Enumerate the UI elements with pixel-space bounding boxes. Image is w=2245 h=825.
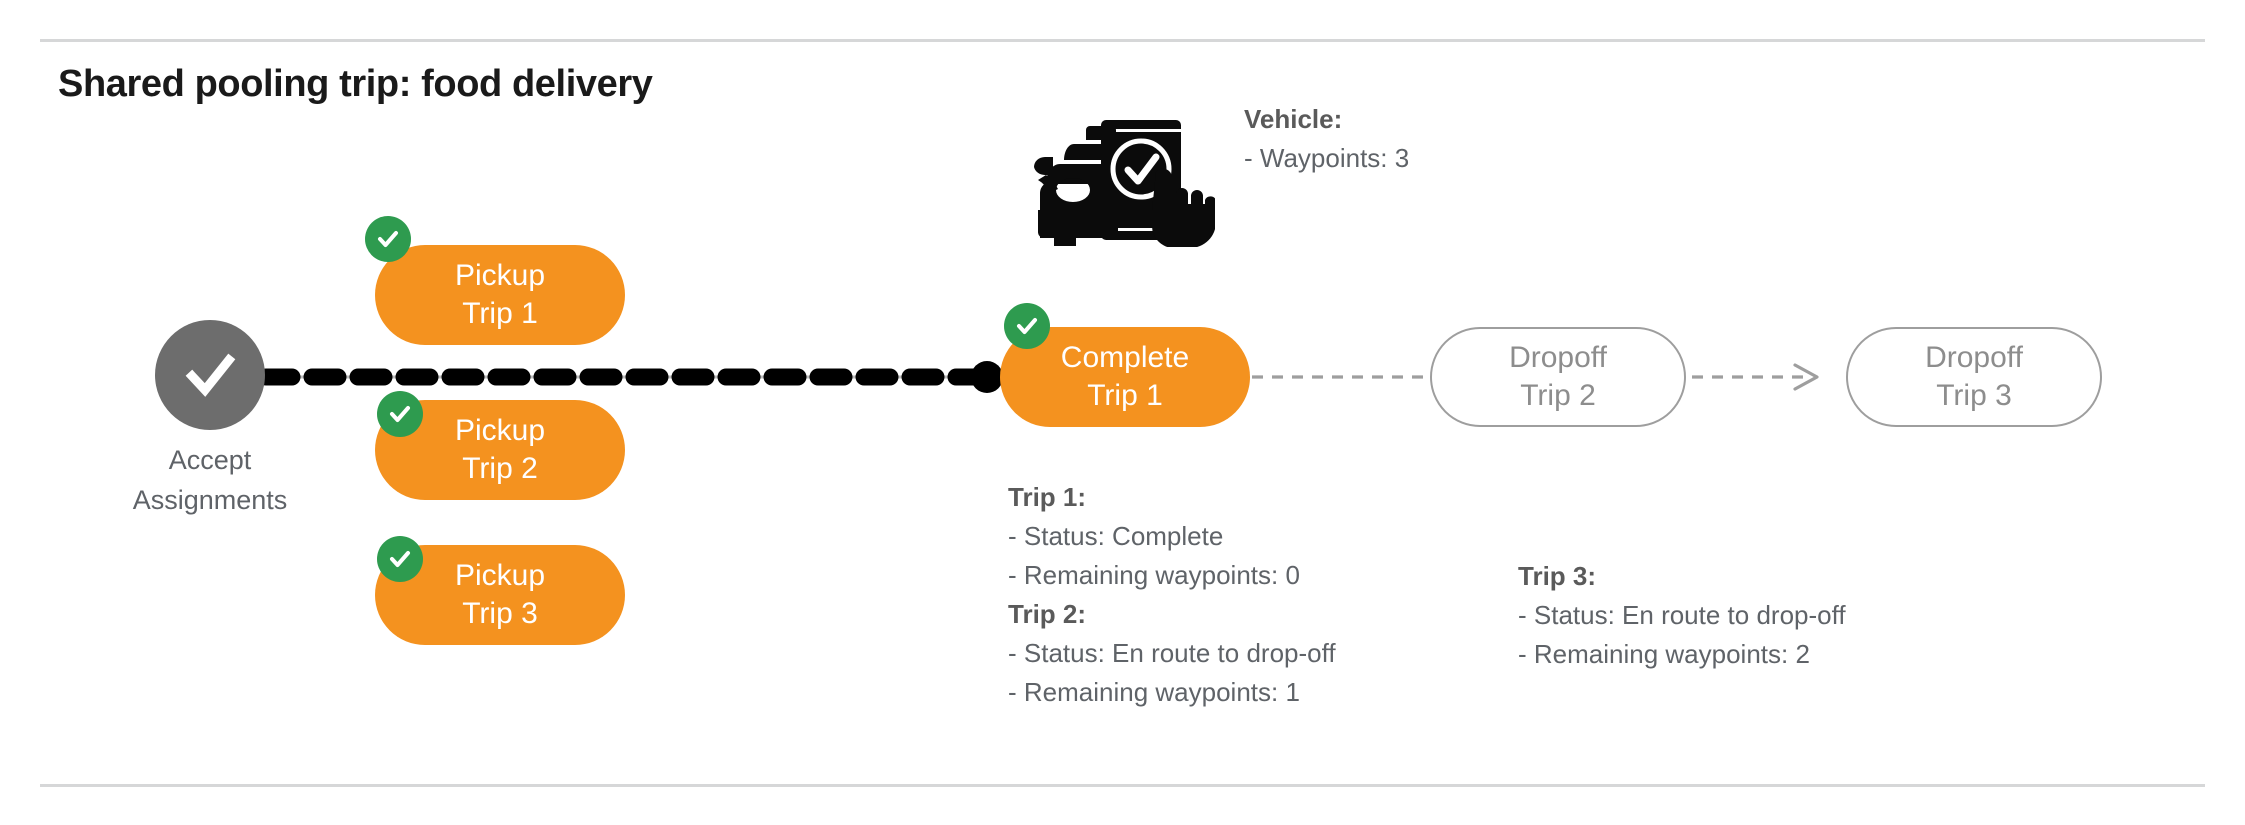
pickup-trip-3-line2: Trip 3 [462, 597, 538, 630]
check-badge-icon-pickup-2 [377, 391, 423, 437]
pickup-trip-3-line1: Pickup [454, 559, 546, 592]
pickup-trip-1-line2: Trip 1 [462, 297, 538, 330]
vehicle-waypoints: - Waypoints: 3 [1244, 143, 1410, 173]
accept-assignments-label: Accept Assignments [132, 445, 288, 515]
trip-1-title: Trip 1: [1008, 482, 1087, 512]
complete-trip-1-line1: Complete [1060, 341, 1190, 374]
trip-3-status: - Status: En route to drop-off [1518, 600, 1846, 630]
car-phone-check-icon [1030, 82, 1216, 248]
bottom-divider [40, 784, 2205, 787]
check-badge-icon-pickup-3 [377, 536, 423, 582]
check-badge-icon-pickup-1 [365, 216, 411, 262]
dropoff-trip-3-line2: Trip 3 [1936, 379, 2012, 412]
accept-assignments-node[interactable]: Accept Assignments [133, 320, 287, 515]
trip-2-waypoints: - Remaining waypoints: 1 [1008, 677, 1300, 707]
pickup-trip-3-node[interactable]: Pickup Trip 3 [375, 545, 625, 645]
dropoff-trip-2-line1: Dropoff [1509, 341, 1607, 374]
dropoff-trip-2-line2: Trip 2 [1520, 379, 1596, 412]
trip-2-status: - Status: En route to drop-off [1008, 638, 1336, 668]
trip-1-2-details-block: Trip 1: - Status: Complete - Remaining w… [1008, 478, 1336, 712]
pickup-trip-2-line1: Pickup [454, 414, 546, 447]
trip-2-title: Trip 2: [1008, 599, 1087, 629]
complete-trip-1-line2: Trip 1 [1087, 379, 1163, 412]
dropoff-trip-3-node[interactable]: Dropoff Trip 3 [1846, 327, 2102, 427]
pickup-trip-1-line1: Pickup [454, 259, 546, 292]
trip-1-waypoints: - Remaining waypoints: 0 [1008, 560, 1300, 590]
top-divider [40, 39, 2205, 42]
trip-3-details-block: Trip 3: - Status: En route to drop-off -… [1518, 557, 1846, 674]
dropoff-trip-2-node[interactable]: Dropoff Trip 2 [1430, 327, 1686, 427]
vehicle-info-block: Vehicle: - Waypoints: 3 [1244, 100, 1409, 178]
trip-3-title: Trip 3: [1518, 561, 1597, 591]
trip-1-status: - Status: Complete [1008, 521, 1224, 551]
check-badge-icon-complete-1 [1004, 303, 1050, 349]
pickup-trip-2-line2: Trip 2 [462, 452, 538, 485]
check-circle-icon [155, 320, 265, 430]
pickup-trip-1-node[interactable]: Pickup Trip 1 [375, 245, 625, 345]
page-title: Shared pooling trip: food delivery [58, 63, 653, 105]
dropoff-trip-3-line1: Dropoff [1925, 341, 2023, 374]
trip-3-waypoints: - Remaining waypoints: 2 [1518, 639, 1810, 669]
vehicle-label: Vehicle: [1244, 104, 1343, 134]
